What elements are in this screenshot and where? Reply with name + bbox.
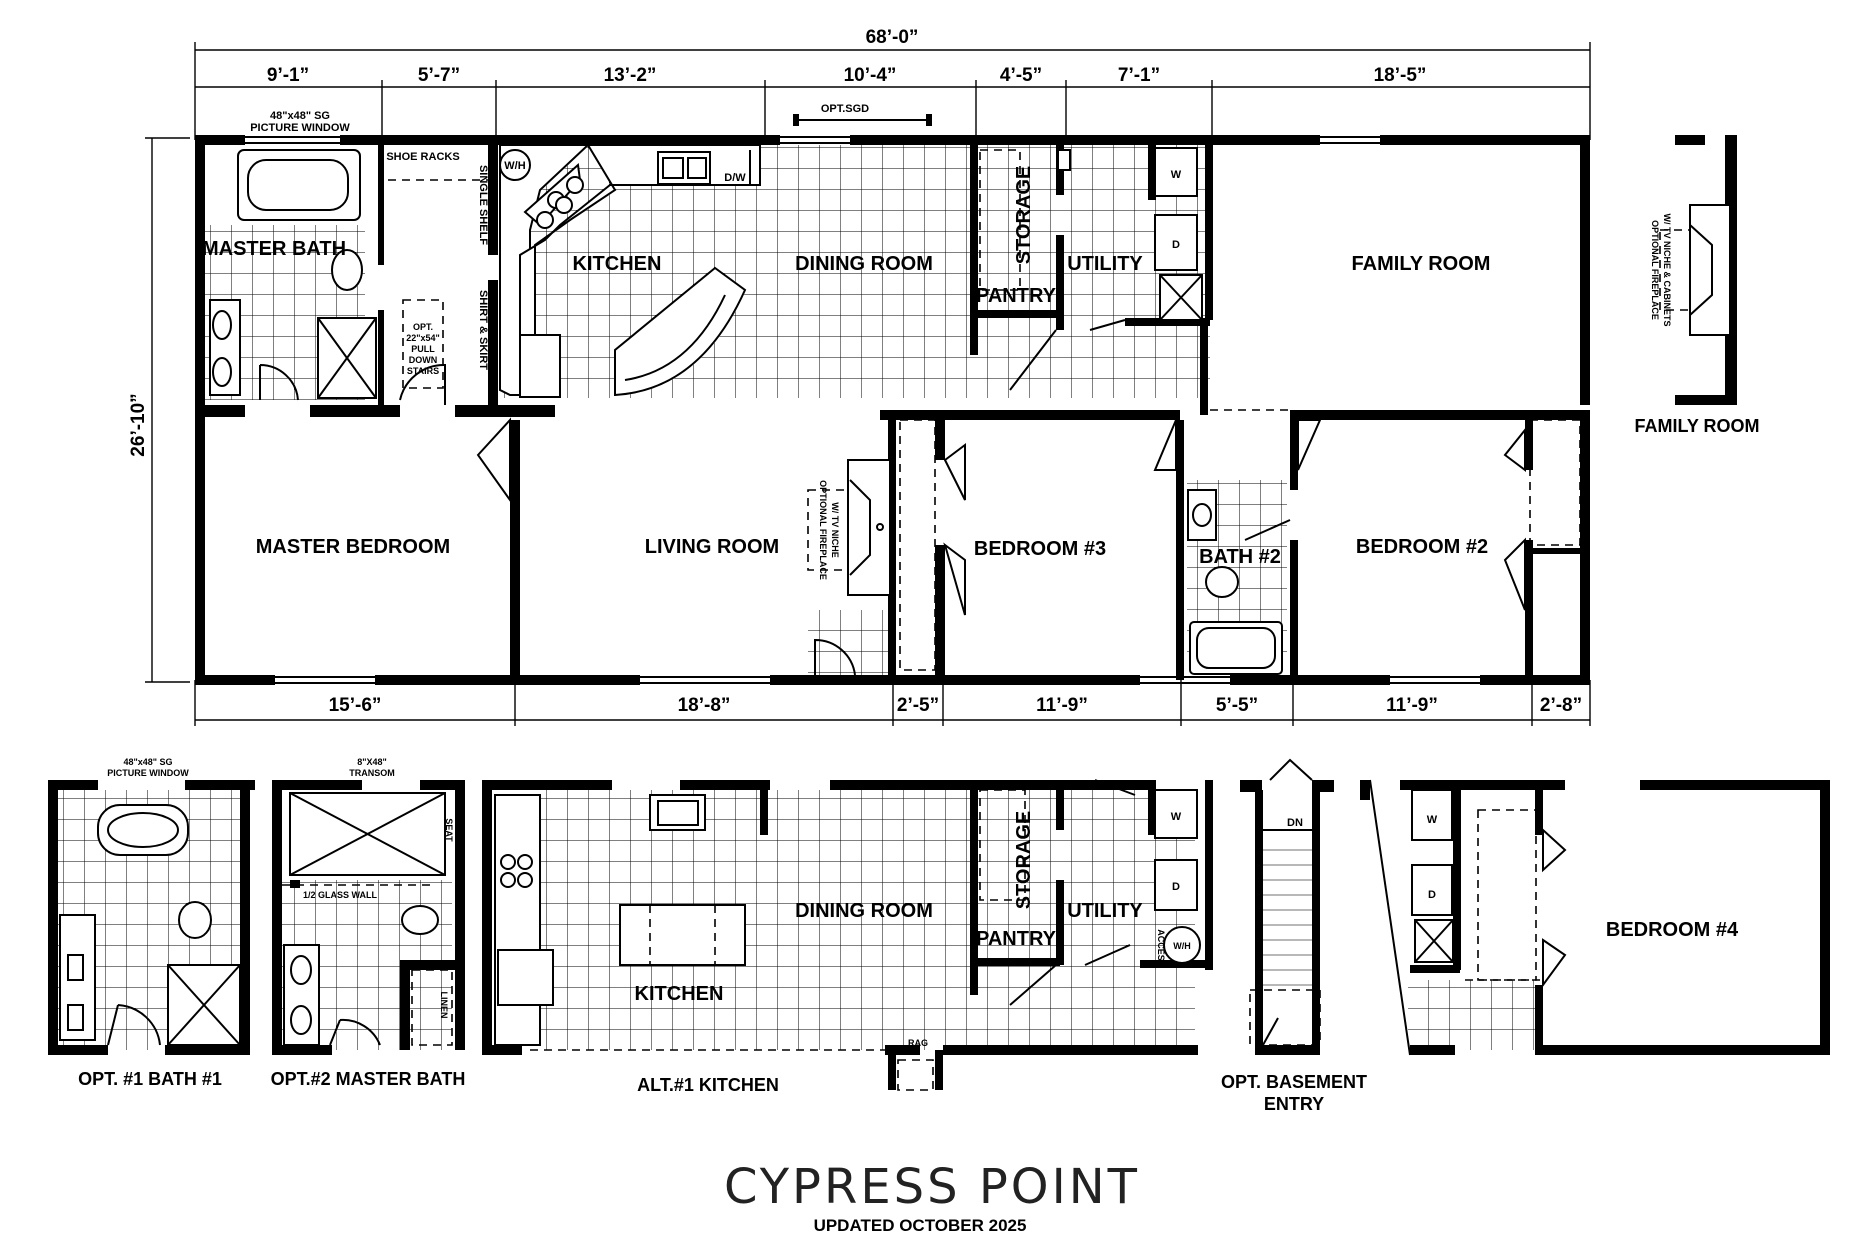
alt1-label-storage: STORAGE — [1013, 811, 1035, 910]
main-windows — [245, 114, 1480, 684]
main-walls — [195, 135, 1590, 685]
top-dim-7: 18’-5” — [1374, 65, 1427, 86]
label-bedroom-4: BEDROOM #4 — [1606, 919, 1739, 941]
alt1-note-access: ACCESS — [1156, 929, 1166, 967]
bottom-dim-6: 11’-9” — [1386, 695, 1438, 716]
label-family-room: FAMILY ROOM — [1352, 253, 1491, 275]
top-dim-4: 10’-4” — [844, 65, 897, 86]
alt1-note-water-heater: W/H — [1173, 941, 1191, 951]
note-picture-window-1: 48"x48" SG — [270, 110, 330, 122]
alt1-note-washer: W — [1171, 811, 1182, 823]
label-utility: UTILITY — [1067, 253, 1143, 275]
closets-dashed — [899, 409, 1581, 671]
opt1-bath1 — [48, 780, 255, 1055]
note-opt-stairs-4: DOWN — [409, 355, 438, 365]
overall-width-label: 68’-0” — [866, 27, 919, 48]
caption-opt1-bath1: OPT. #1 BATH #1 — [78, 1069, 222, 1089]
alt1-label-utility: UTILITY — [1067, 900, 1143, 922]
note-dryer: D — [1172, 239, 1180, 251]
caption-basement-2: ENTRY — [1264, 1094, 1324, 1114]
opt1-note-window-2: PICTURE WINDOW — [107, 768, 189, 778]
bottom-dim-1: 15’-6” — [329, 695, 382, 716]
alt1-note-dryer: D — [1172, 881, 1180, 893]
label-bedroom-2: BEDROOM #2 — [1356, 536, 1488, 558]
plan-title: CYPRESS POINT — [724, 1159, 1140, 1215]
label-storage: STORAGE — [1013, 166, 1035, 265]
top-dim-6: 7’-1” — [1118, 65, 1160, 86]
label-living-room: LIVING ROOM — [645, 536, 779, 558]
bottom-dim-2: 18’-8” — [678, 695, 731, 716]
note-fireplace-living-2: W/ TV NICHE — [830, 502, 840, 558]
opt2-note-glass-wall: 1/2 GLASS WALL — [303, 890, 378, 900]
label-bath-2: BATH #2 — [1199, 546, 1281, 568]
note-opt-stairs-3: PULL — [411, 344, 435, 354]
alt1-label-kitchen: KITCHEN — [635, 983, 724, 1005]
note-opt-stairs-5: STAIRS — [407, 366, 439, 376]
bottom-dim-3: 2’-5” — [897, 695, 939, 716]
opt-basement-entry — [1240, 758, 1334, 1055]
bottom-dim-7: 2’-8” — [1540, 695, 1582, 716]
bedroom4-note-washer: W — [1427, 814, 1438, 826]
opt2-master-bath — [272, 780, 465, 1055]
label-master-bath: MASTER BATH — [202, 238, 346, 260]
note-dishwasher: D/W — [724, 172, 746, 184]
note-picture-window-2: PICTURE WINDOW — [250, 122, 350, 134]
label-bedroom-3: BEDROOM #3 — [974, 538, 1106, 560]
note-opt-stairs-2: 22"x54" — [406, 333, 440, 343]
label-pantry: PANTRY — [976, 285, 1057, 307]
note-fireplace-family-1: OPTIONAL FIREPLACE — [1650, 220, 1660, 320]
overall-depth-label: 26’-10” — [128, 393, 149, 456]
caption-family-room-option: FAMILY ROOM — [1634, 416, 1759, 436]
note-fireplace-family-2: W/ TV NICHE & CABINETS — [1662, 213, 1672, 326]
opt2-note-linen: LINEN — [439, 992, 449, 1019]
opt2-note-transom-2: TRANSOM — [349, 768, 395, 778]
alt1-label-pantry: PANTRY — [976, 928, 1057, 950]
note-shirt-skirt: SHIRT & SKIRT — [477, 290, 489, 370]
opt2-note-seat: SEAT — [444, 818, 454, 842]
main-doors — [259, 319, 1526, 676]
bottom-dim-5: 5’-5” — [1216, 695, 1258, 716]
note-single-shelf: SINGLE SHELF — [477, 165, 489, 245]
note-opt-stairs-1: OPT. — [413, 322, 433, 332]
top-dim-3: 13’-2” — [604, 65, 657, 86]
caption-opt2-master-bath: OPT.#2 MASTER BATH — [271, 1069, 466, 1089]
alt1-note-rag: RAG — [908, 1038, 928, 1048]
top-dim-5: 4’-5” — [1000, 65, 1042, 86]
note-washer: W — [1171, 169, 1182, 181]
opt1-note-window-1: 48"x48" SG — [123, 757, 172, 767]
utility-fixtures — [979, 147, 1203, 321]
living-fireplace — [807, 459, 891, 596]
top-dim-1: 9’-1” — [267, 65, 309, 86]
label-dining-room: DINING ROOM — [795, 253, 933, 275]
bath2-fixtures — [1187, 489, 1283, 675]
kitchen-fixtures — [499, 144, 761, 398]
overall-dimension-lines — [145, 42, 1591, 726]
note-fireplace-living-1: OPTIONAL FIREPLACE — [818, 480, 828, 580]
note-opt-sgd: OPT.SGD — [821, 103, 869, 115]
label-kitchen: KITCHEN — [573, 253, 662, 275]
bedroom4-note-dryer: D — [1428, 889, 1436, 901]
caption-basement-1: OPT. BASEMENT — [1221, 1072, 1367, 1092]
opt2-note-transom-1: 8"X48" — [357, 757, 387, 767]
label-master-bedroom: MASTER BEDROOM — [256, 536, 450, 558]
opt-bedroom-4 — [1360, 779, 1830, 1056]
master-bath-fixtures — [209, 149, 488, 399]
opt-family-fireplace — [1659, 135, 1737, 405]
alt1-label-dining-room: DINING ROOM — [795, 900, 933, 922]
note-shoe-racks: SHOE RACKS — [386, 151, 459, 163]
bottom-dim-4: 11’-9” — [1036, 695, 1088, 716]
top-dim-2: 5’-7” — [418, 65, 460, 86]
caption-alt1-kitchen: ALT.#1 KITCHEN — [637, 1075, 779, 1095]
note-water-heater: W/H — [504, 160, 525, 172]
basement-note-dn: DN — [1287, 817, 1303, 829]
alt1-kitchen — [482, 779, 1213, 1091]
plan-subtitle: UPDATED OCTOBER 2025 — [814, 1216, 1027, 1235]
